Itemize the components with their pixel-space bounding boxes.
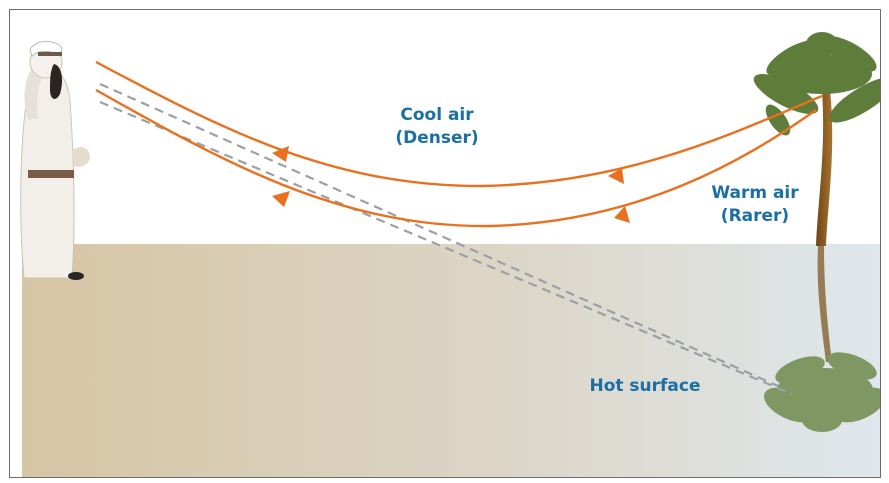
- apparent-rays: [99, 82, 793, 396]
- warm-air-label: Warm air (Rarer): [700, 182, 810, 228]
- warm-air-line2: (Rarer): [720, 206, 790, 226]
- sky: [10, 10, 880, 244]
- observer-figure: [20, 41, 90, 280]
- diagram-frame: Cool air (Denser) Warm air (Rarer) Hot s…: [9, 9, 881, 478]
- warm-air-line1: Warm air: [711, 183, 799, 203]
- palm-reflection: [763, 246, 880, 432]
- cool-air-line1: Cool air: [400, 105, 474, 125]
- mirage-diagram: [10, 10, 880, 477]
- hot-surface-label: Hot surface: [570, 375, 720, 398]
- hot-surface-ground: [22, 244, 880, 477]
- light-rays: [95, 60, 823, 228]
- cool-air-line2: (Denser): [395, 128, 479, 148]
- cool-air-label: Cool air (Denser): [382, 104, 492, 150]
- hot-surface-text: Hot surface: [589, 376, 701, 396]
- arrowhead-icon: [272, 146, 630, 223]
